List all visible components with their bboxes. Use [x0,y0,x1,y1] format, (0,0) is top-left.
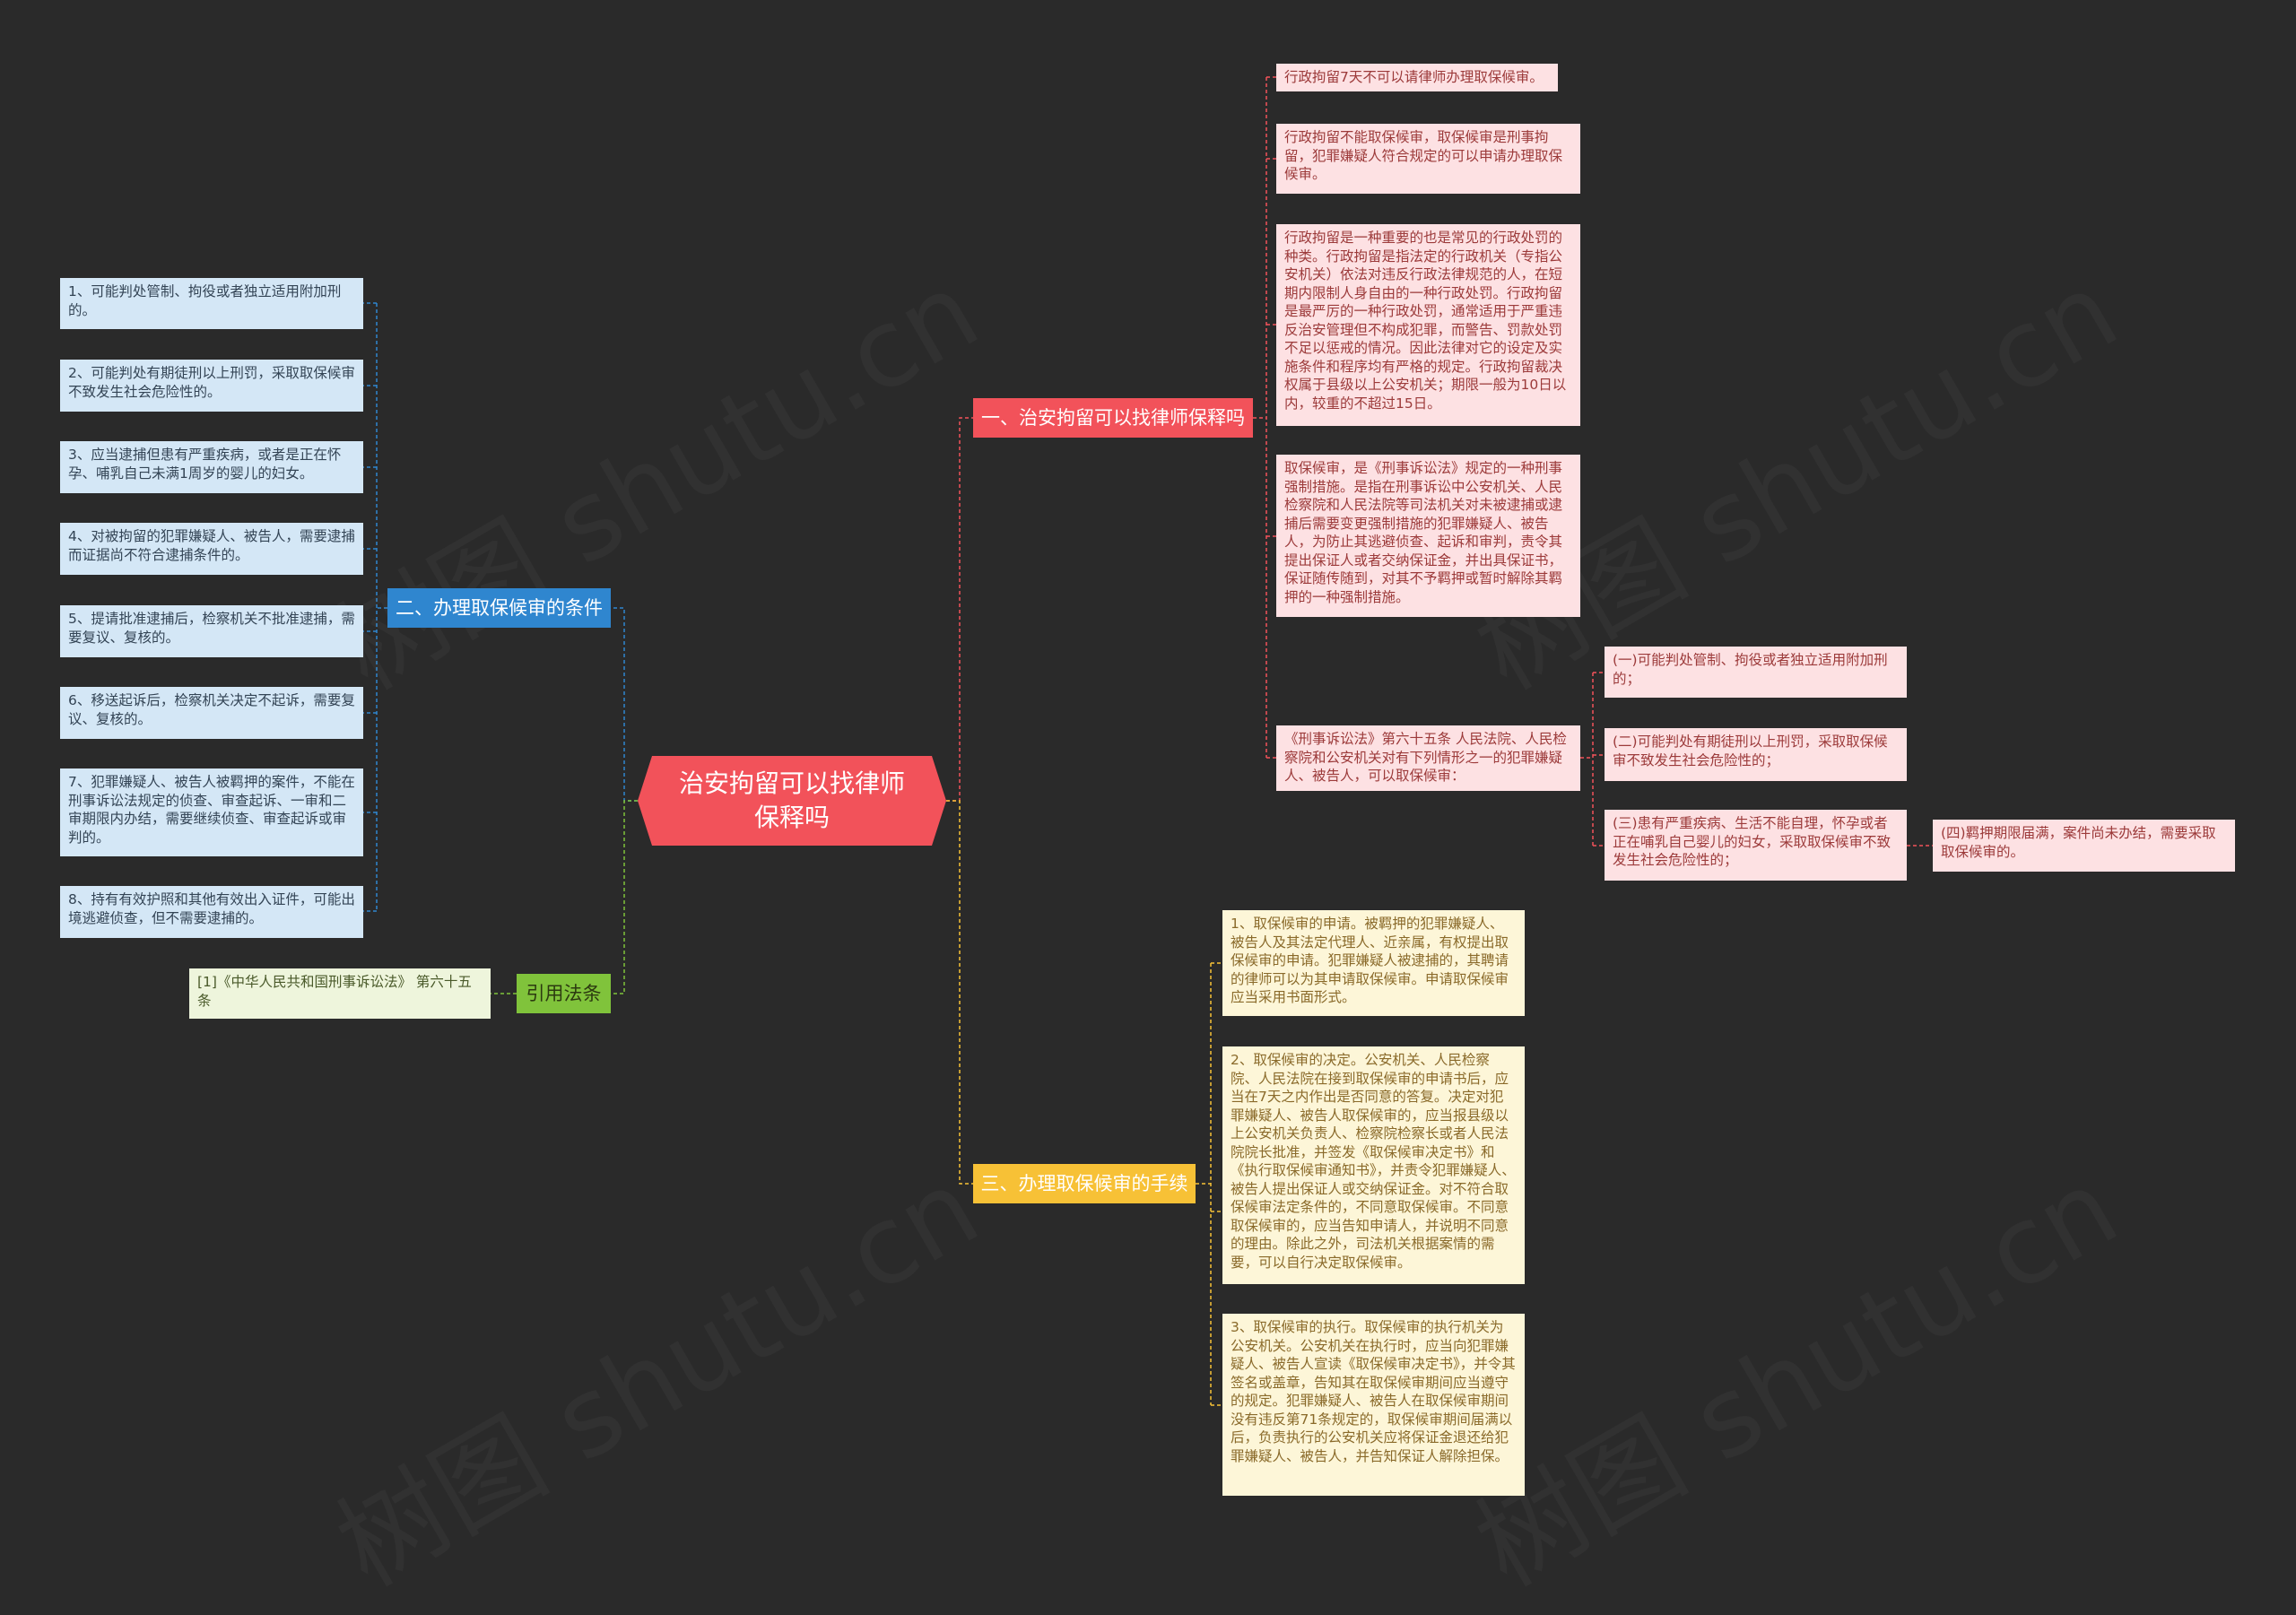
leaf-b2-6: 6、移送起诉后，检察机关决定不起诉，需要复议、复核的。 [60,687,363,739]
branch-topic-3-label: 三、办理取保候审的手续 [980,1173,1188,1194]
central-topic[interactable]: 治安拘留可以找律师保释吗 [638,756,946,846]
connector-lines [363,76,1933,1406]
leaf-b1-subsub-1: (四)羁押期限届满，案件尚未办结，需要采取取保候审的。 [1933,820,2235,872]
leaf-b1-sub-3: (三)患有严重疾病、生活不能自理，怀孕或者正在哺乳自己婴儿的妇女，采取取保候审不… [1605,810,1907,881]
leaf-b1-4: 取保候审，是《刑事诉讼法》规定的一种刑事强制措施。是指在刑事诉讼中公安机关、人民… [1276,455,1580,617]
branch-topic-4-label: 引用法条 [526,983,602,1004]
branch-topic-4[interactable]: 引用法条 [517,974,611,1013]
branch-topic-3[interactable]: 三、办理取保候审的手续 [973,1164,1196,1203]
leaf-b1-sub-1: (一)可能判处管制、拘役或者独立适用附加刑的； [1605,647,1907,698]
central-topic-label: 治安拘留可以找律师保释吗 [678,768,905,832]
leaf-b3-1: 1、取保候审的申请。被羁押的犯罪嫌疑人、被告人及其法定代理人、近亲属，有权提出取… [1222,910,1525,1016]
leaf-b2-4: 4、对被拘留的犯罪嫌疑人、被告人，需要逮捕而证据尚不符合逮捕条件的。 [60,523,363,575]
leaf-b1-1: 行政拘留7天不可以请律师办理取保候审。 [1276,64,1558,91]
leaf-b4-1: [1]《中华人民共和国刑事诉讼法》 第六十五条 [189,968,491,1019]
leaf-b1-sub-2: (二)可能判处有期徒刑以上刑罚，采取取保候审不致发生社会危险性的； [1605,728,1907,781]
leaf-b2-8: 8、持有有效护照和其他有效出入证件，可能出境逃避侦查，但不需要逮捕的。 [60,886,363,938]
leaf-b1-5: 《刑事诉讼法》第六十五条 人民法院、人民检察院和公安机关对有下列情形之一的犯罪嫌… [1276,725,1580,791]
leaf-b2-7: 7、犯罪嫌疑人、被告人被羁押的案件，不能在刑事诉讼法规定的侦查、审查起诉、一审和… [60,768,363,856]
branch-topic-2[interactable]: 二、办理取保候审的条件 [387,588,611,628]
branch-topic-1[interactable]: 一、治安拘留可以找律师保释吗 [973,398,1253,438]
branch-topic-2-label: 二、办理取保候审的条件 [396,597,603,619]
leaf-b2-1: 1、可能判处管制、拘役或者独立适用附加刑的。 [60,278,363,329]
leaf-b3-2: 2、取保候审的决定。公安机关、人民检察院、人民法院在接到取保候审的申请书后，应当… [1222,1046,1525,1284]
leaf-b2-5: 5、提请批准逮捕后，检察机关不批准逮捕，需要复议、复核的。 [60,605,363,657]
leaf-b1-2: 行政拘留不能取保候审，取保候审是刑事拘留，犯罪嫌疑人符合规定的可以申请办理取保候… [1276,124,1580,194]
leaf-b2-3: 3、应当逮捕但患有严重疾病，或者是正在怀孕、哺乳自己未满1周岁的婴儿的妇女。 [60,441,363,493]
leaf-b3-3: 3、取保候审的执行。取保候审的执行机关为公安机关。公安机关在执行时，应当向犯罪嫌… [1222,1314,1525,1496]
leaf-b2-2: 2、可能判处有期徒刑以上刑罚，采取取保候审不致发生社会危险性的。 [60,360,363,412]
branch-topic-1-label: 一、治安拘留可以找律师保释吗 [981,407,1245,429]
leaf-b1-3: 行政拘留是一种重要的也是常见的行政处罚的种类。行政拘留是指法定的行政机关（专指公… [1276,224,1580,426]
